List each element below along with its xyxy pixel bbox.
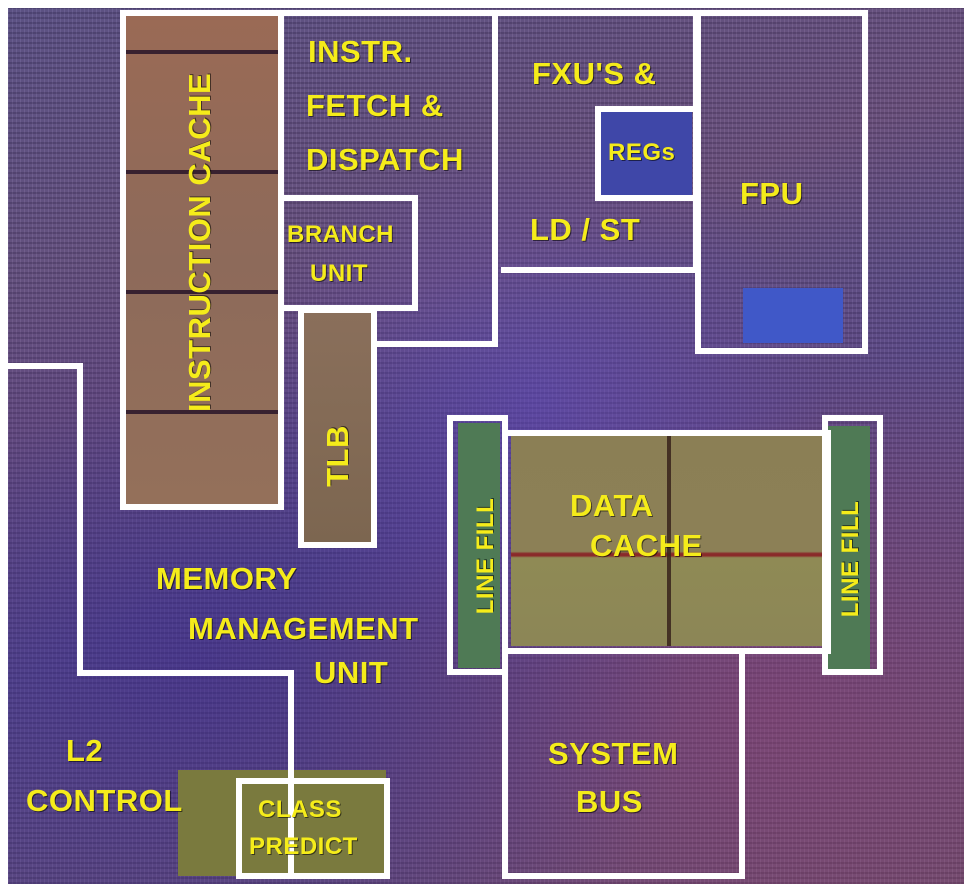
ld-st-label: LD / ST	[530, 212, 640, 248]
instruction-cache-label: INSTRUCTION CACHE	[182, 112, 218, 412]
mmu-label-2: MANAGEMENT	[188, 611, 419, 647]
tlb-label: TLB	[320, 416, 356, 496]
die-photo: INSTRUCTION CACHE INSTR. FETCH & DISPATC…	[8, 8, 964, 884]
system-bus-label-1: SYSTEM	[548, 736, 678, 772]
class-predict-label-1: CLASS	[258, 796, 342, 824]
instr-fetch-label-1: INSTR.	[308, 34, 413, 70]
instr-fetch-label-3: DISPATCH	[306, 142, 464, 178]
l2-control-label-1: L2	[66, 733, 103, 769]
line-fill-right-label: LINE FILL	[837, 489, 867, 629]
branch-unit-label-2: UNIT	[310, 260, 368, 288]
instr-fetch-label-2: FETCH &	[306, 88, 444, 124]
regs-label: REGs	[608, 139, 675, 167]
branch-unit-box	[281, 198, 415, 308]
data-cache-label-1: DATA	[570, 488, 654, 524]
fxu-label: FXU'S &	[532, 56, 657, 92]
fpu-label: FPU	[740, 176, 804, 212]
class-predict-label-2: PREDICT	[249, 833, 358, 861]
mmu-label-3: UNIT	[314, 655, 388, 691]
line-fill-left-label: LINE FILL	[472, 486, 502, 626]
data-cache-label-2: CACHE	[590, 528, 703, 564]
mmu-label-1: MEMORY	[156, 561, 297, 597]
branch-unit-label-1: BRANCH	[287, 221, 394, 249]
system-bus-label-2: BUS	[576, 784, 643, 820]
block-outlines	[8, 8, 964, 884]
l2-control-label-2: CONTROL	[26, 783, 183, 819]
